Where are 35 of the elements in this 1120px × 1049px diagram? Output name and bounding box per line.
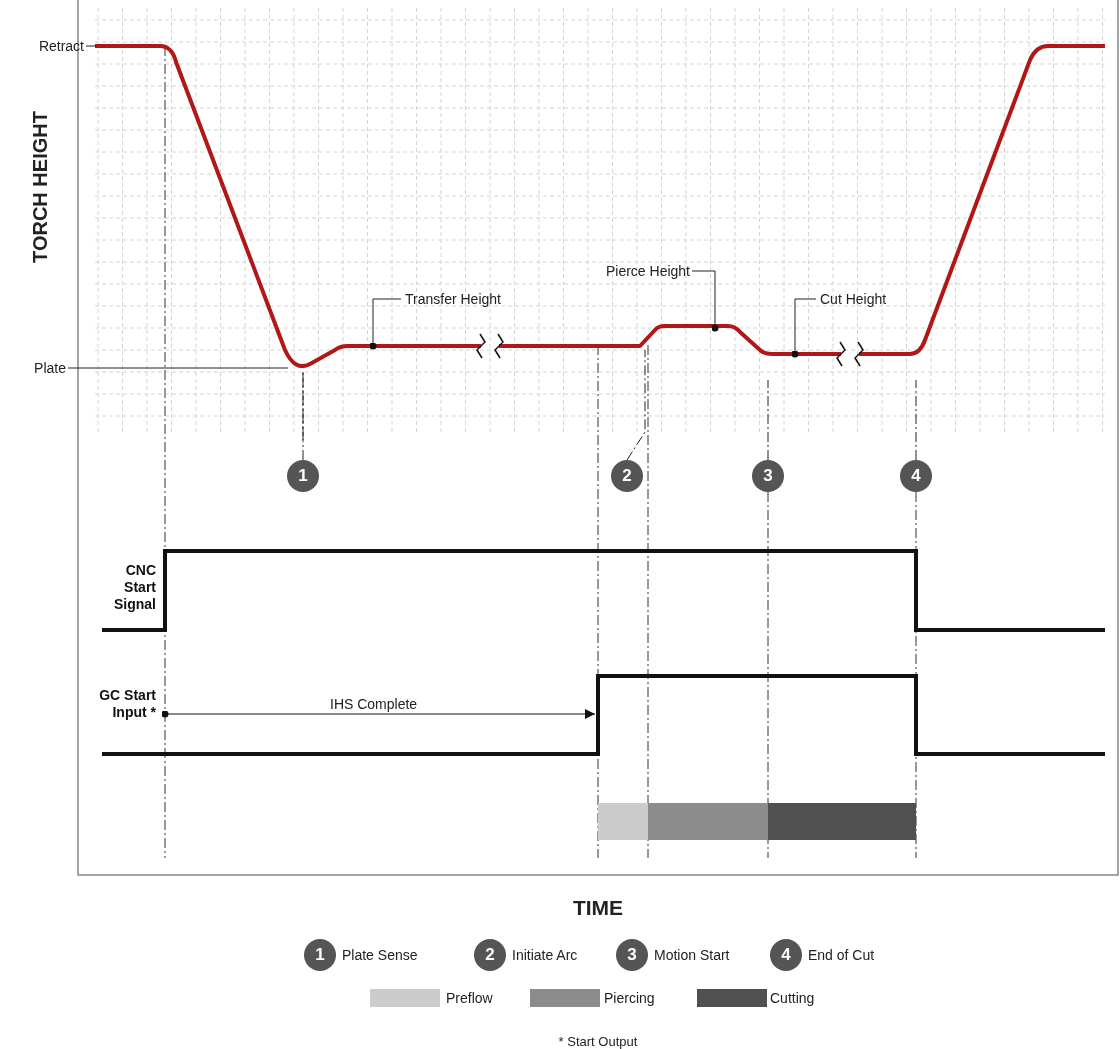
leader-line xyxy=(302,371,304,461)
callout-label: Plate xyxy=(10,360,66,376)
signal-label: GC Start Input * xyxy=(98,687,156,721)
callout-number: 3 xyxy=(752,460,784,492)
callout-label: Cut Height xyxy=(820,291,887,307)
footnote: * Start Output xyxy=(557,1034,639,1049)
leader-line xyxy=(691,270,719,332)
signal-label: CNC Start Signal xyxy=(113,562,156,613)
legend-text: Motion Start xyxy=(654,947,730,963)
callout-label: Pierce Height xyxy=(596,263,690,279)
arrow-label: IHS Complete xyxy=(330,696,418,712)
legend-text: Cutting xyxy=(770,990,815,1006)
callout-label: Transfer Height xyxy=(405,291,501,307)
callout-number: 1 xyxy=(287,460,319,492)
legend-number: 2 xyxy=(474,939,506,971)
legend-text: End of Cut xyxy=(808,947,875,963)
axis-title: TIME xyxy=(571,896,625,920)
legend-text: Plate Sense xyxy=(342,947,418,963)
legend-text: Initiate Arc xyxy=(512,947,578,963)
callout-number: 2 xyxy=(611,460,643,492)
legend-number: 4 xyxy=(770,939,802,971)
callout-label: Retract xyxy=(20,38,84,54)
leader-line xyxy=(67,367,289,369)
leader-line xyxy=(915,379,917,461)
leader-line xyxy=(369,298,402,350)
legend-number: 1 xyxy=(304,939,336,971)
leader-line xyxy=(626,349,646,461)
leader-line xyxy=(791,298,817,358)
axis-title: TORCH HEIGHT xyxy=(29,110,51,265)
legend-text: Preflow xyxy=(446,990,493,1006)
leader-line xyxy=(85,45,97,47)
legend-number: 3 xyxy=(616,939,648,971)
leader-line xyxy=(767,379,769,461)
legend-text: Piercing xyxy=(604,990,655,1006)
callout-number: 4 xyxy=(900,460,932,492)
